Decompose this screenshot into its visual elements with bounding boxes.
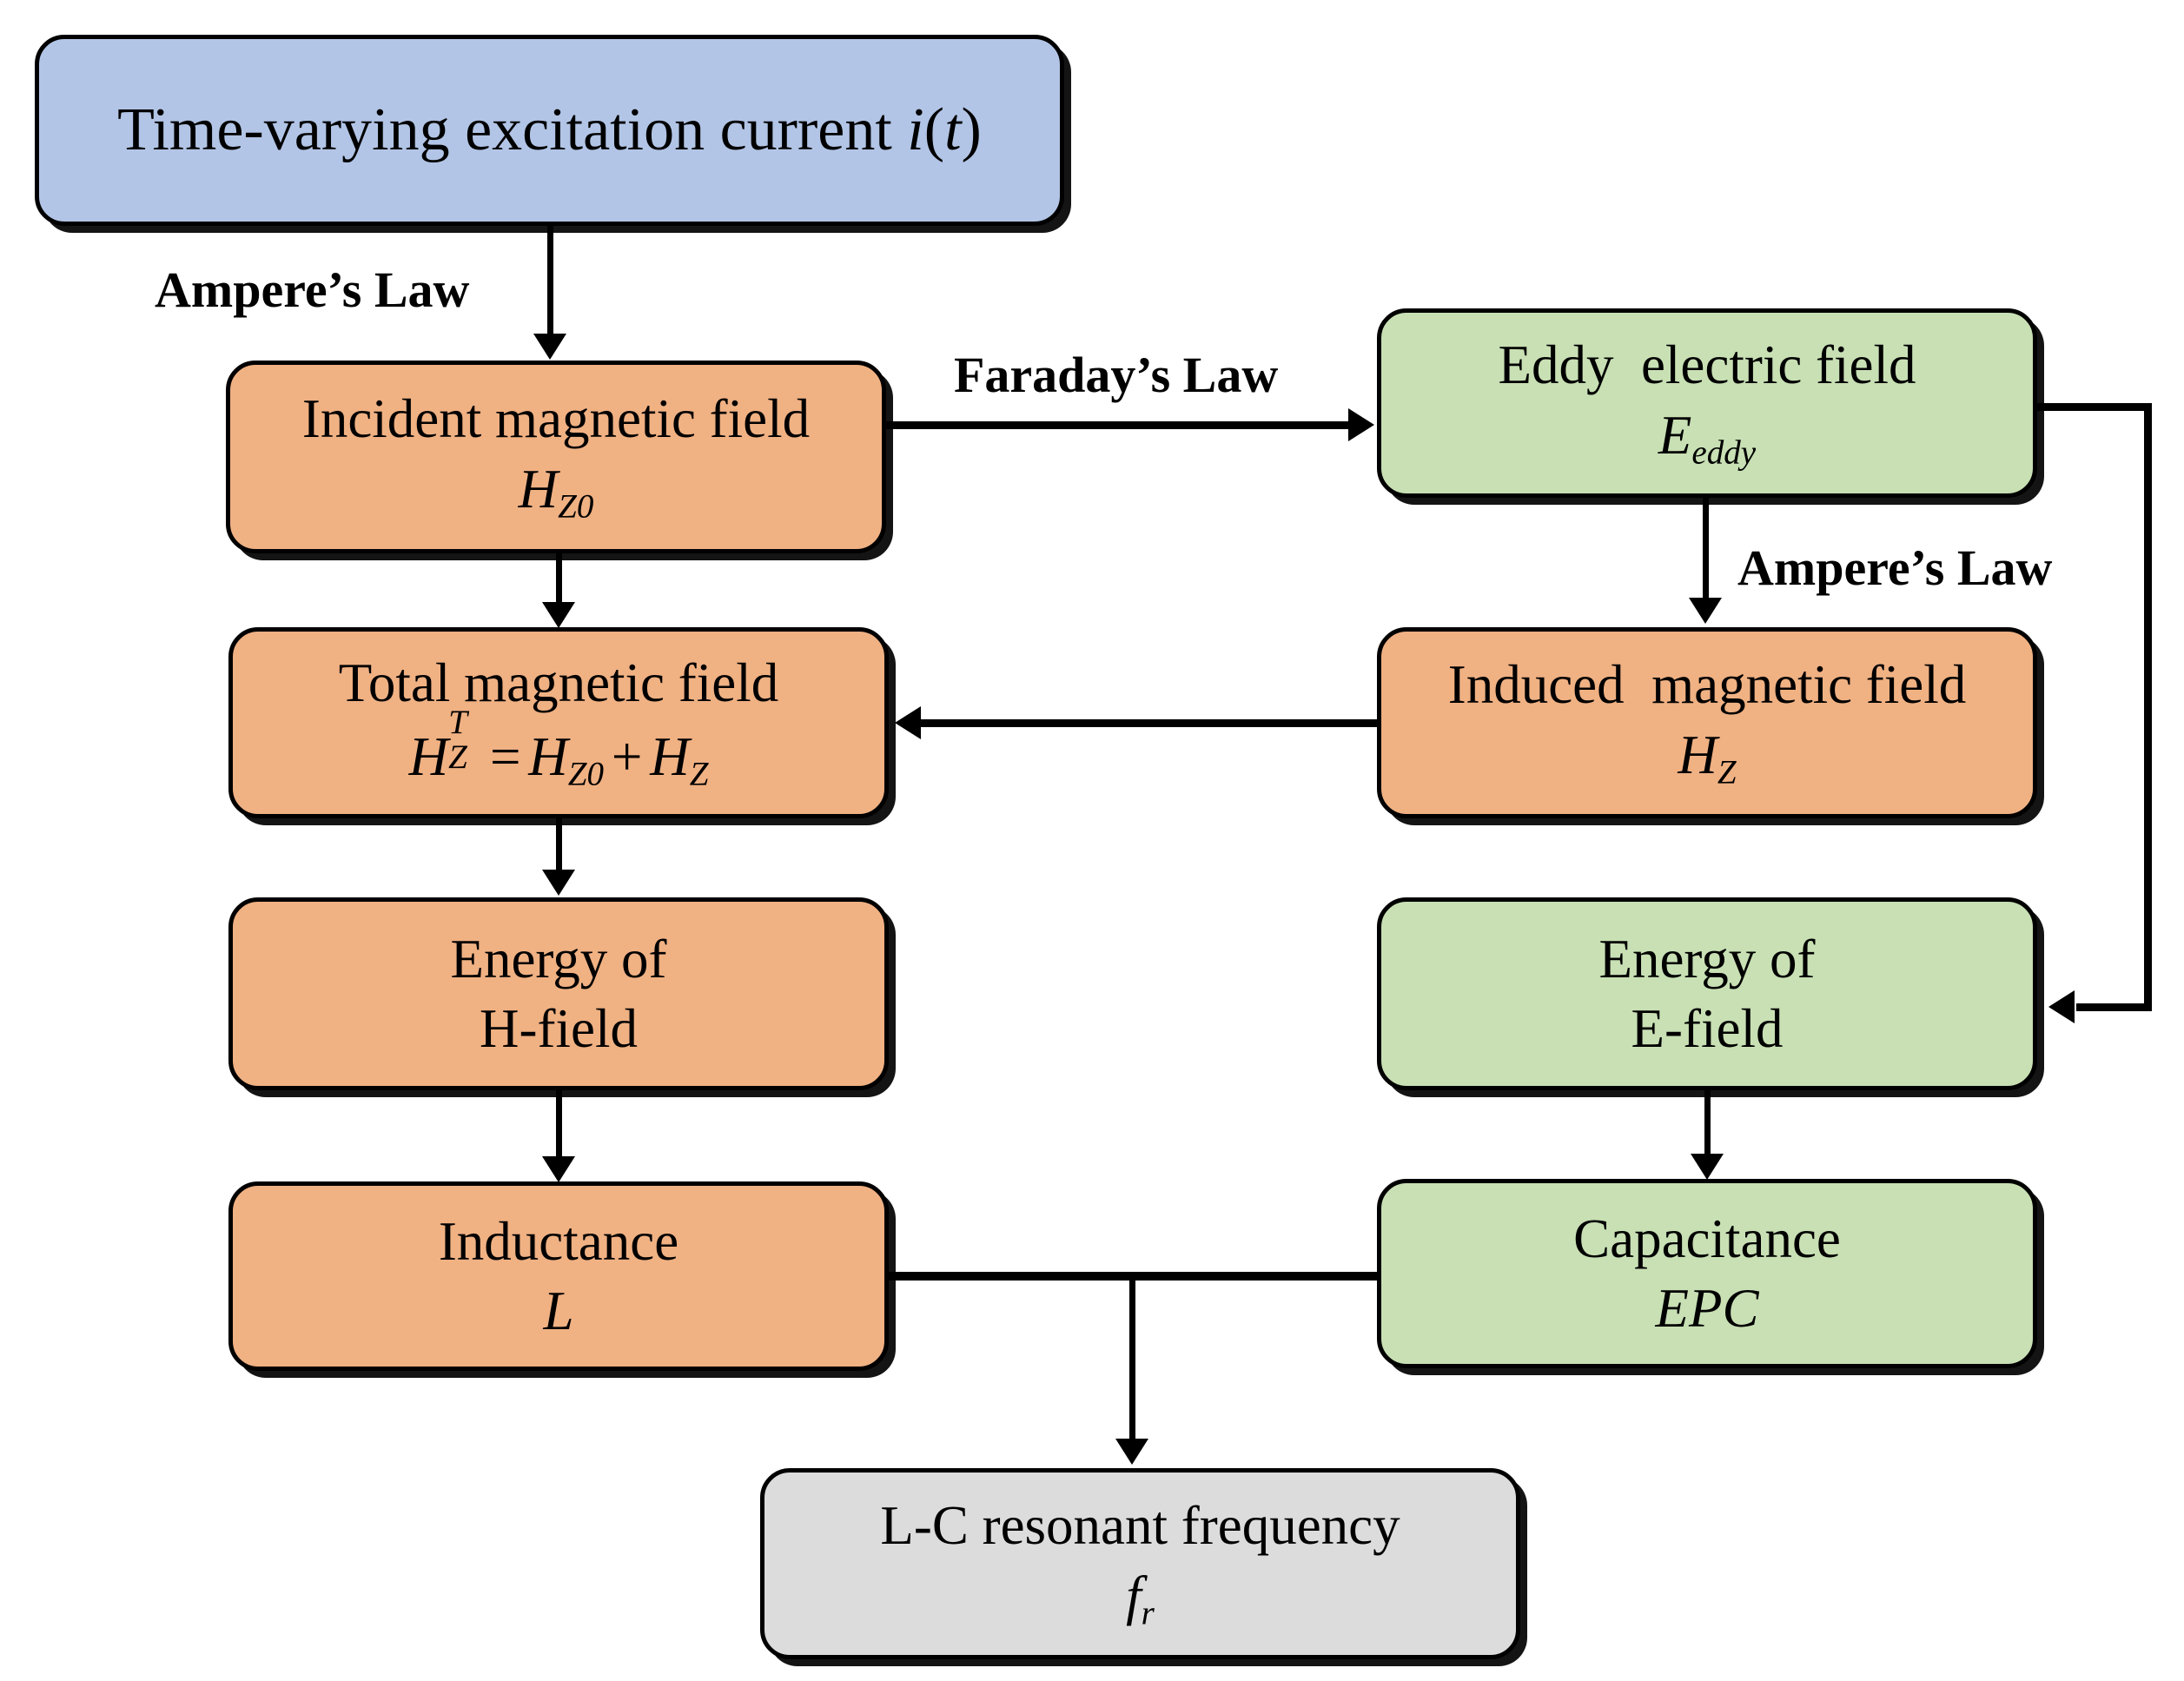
node-incident-magnetic-field-label: Incident magnetic field bbox=[301, 388, 811, 450]
arrowhead-induced-to-total bbox=[895, 706, 921, 739]
node-inductance-symbol: L bbox=[543, 1281, 574, 1341]
connector-induced-to-total bbox=[921, 719, 1380, 727]
arrowhead-junction-to-lc bbox=[1115, 1439, 1148, 1465]
connector-inductance-to-junction bbox=[884, 1272, 1136, 1281]
connector-energy-e-to-capacitance bbox=[1704, 1090, 1711, 1155]
node-lc-resonant-frequency-symbol: fr bbox=[1126, 1565, 1155, 1632]
node-incident-magnetic-field[interactable]: Incident magnetic field HZ0 bbox=[226, 361, 886, 553]
node-induced-magnetic-field-label: Induced magnetic field bbox=[1447, 654, 1967, 716]
connector-energy-h-to-inductance bbox=[556, 1090, 562, 1158]
arrowhead-eddy-to-energy-e bbox=[2048, 990, 2075, 1023]
arrowhead-energy-h-to-inductance bbox=[542, 1156, 575, 1182]
node-induced-magnetic-field[interactable]: Induced magnetic field HZ bbox=[1377, 627, 2037, 818]
connector-eddy-to-energy-e-right bbox=[2144, 403, 2152, 1011]
arrowhead-incident-to-eddy bbox=[1348, 408, 1374, 441]
node-excitation-current[interactable]: Time-varying excitation current i(t) bbox=[35, 35, 1064, 226]
node-eddy-electric-field-label: Eddy electric field bbox=[1498, 334, 1916, 396]
arrowhead-total-to-energy-h bbox=[542, 870, 575, 896]
node-energy-h-field[interactable]: Energy of H-field bbox=[228, 897, 889, 1090]
connector-total-to-energy-h bbox=[556, 817, 562, 873]
arrowhead-excitation-to-incident bbox=[533, 334, 566, 360]
arrowhead-energy-e-to-capacitance bbox=[1691, 1154, 1724, 1180]
arrowhead-eddy-to-induced bbox=[1689, 598, 1722, 624]
connector-incident-to-total bbox=[556, 552, 562, 606]
node-incident-magnetic-field-symbol: HZ0 bbox=[518, 458, 594, 526]
node-energy-h-field-line1: Energy of bbox=[450, 928, 667, 989]
node-capacitance-symbol: EPC bbox=[1655, 1278, 1759, 1339]
node-lc-resonant-frequency[interactable]: L-C resonant frequency fr bbox=[760, 1468, 1520, 1659]
node-excitation-current-text: Time-varying excitation current i(t) bbox=[117, 96, 982, 163]
connector-incident-to-eddy bbox=[886, 421, 1355, 429]
node-induced-magnetic-field-symbol: HZ bbox=[1678, 724, 1737, 791]
node-capacitance-label: Capacitance bbox=[1573, 1208, 1841, 1269]
node-eddy-electric-field-symbol: Eeddy bbox=[1658, 404, 1757, 472]
connector-capacitance-to-junction bbox=[1129, 1272, 1381, 1281]
node-inductance-label: Inductance bbox=[438, 1210, 679, 1272]
connector-junction-to-lc bbox=[1129, 1272, 1135, 1442]
connector-eddy-to-energy-e-top bbox=[2037, 403, 2152, 411]
node-energy-e-field[interactable]: Energy of E-field bbox=[1377, 897, 2037, 1090]
node-energy-h-field-line2: H-field bbox=[480, 998, 638, 1059]
node-total-magnetic-field-label: Total magnetic field bbox=[338, 652, 779, 713]
edge-label-amperes-law-right: Ampere’s Law bbox=[1737, 539, 2053, 596]
edge-label-faradays-law: Faraday’s Law bbox=[954, 347, 1279, 403]
node-inductance[interactable]: Inductance L bbox=[228, 1181, 889, 1371]
node-capacitance[interactable]: Capacitance EPC bbox=[1377, 1179, 2037, 1368]
node-energy-e-field-line1: Energy of bbox=[1598, 928, 1816, 989]
node-energy-e-field-line2: E-field bbox=[1631, 998, 1784, 1059]
connector-excitation-to-incident bbox=[547, 224, 553, 337]
node-lc-resonant-frequency-label: L-C resonant frequency bbox=[880, 1495, 1400, 1557]
connector-eddy-to-induced bbox=[1703, 497, 1709, 599]
node-eddy-electric-field[interactable]: Eddy electric field Eeddy bbox=[1377, 308, 2037, 498]
edge-label-amperes-law-left: Ampere’s Law bbox=[155, 261, 470, 318]
connector-eddy-to-energy-e-bottom bbox=[2076, 1003, 2152, 1011]
arrowhead-incident-to-total bbox=[542, 602, 575, 628]
